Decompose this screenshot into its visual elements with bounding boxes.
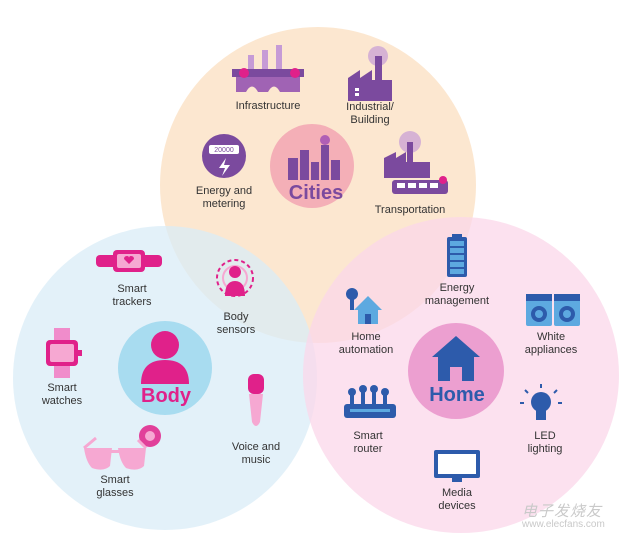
energy-metering-label: Energy and metering (195, 185, 253, 210)
cities-skyline-icon (288, 135, 340, 180)
bridge-icon (232, 45, 304, 92)
router-icon (344, 385, 396, 418)
meter-reading: 20000 (214, 147, 234, 154)
factory-icon (348, 46, 392, 101)
body-sensors-label: Body sensors (216, 311, 256, 336)
infrastructure-label: Infrastructure (235, 100, 301, 112)
home-automation-icon (346, 288, 382, 324)
smart-trackers-label: Smart trackers (112, 283, 152, 308)
battery-icon (447, 234, 467, 277)
body-hub-label: Body (141, 385, 191, 407)
industrial-building-label: Industrial/ Building (346, 101, 394, 126)
glasses-icon (83, 425, 161, 470)
watch-icon (46, 328, 82, 378)
smart-watches-label: Smart watches (41, 382, 83, 407)
transportation-label: Transportation (374, 204, 446, 216)
body-person-icon (141, 331, 189, 384)
watermark-text: 电子发烧友 (522, 503, 603, 520)
energy-management-label: Energy management (424, 282, 490, 307)
voice-music-label: Voice and music (231, 441, 281, 466)
led-lighting-label: LED lighting (527, 430, 563, 455)
home-hub-disc (408, 323, 504, 419)
train-icon (384, 131, 448, 194)
body-sensor-icon (216, 259, 254, 297)
smart-router-label: Smart router (353, 430, 383, 455)
washer-icon (526, 294, 580, 326)
home-house-icon (432, 336, 480, 381)
bulb-icon (520, 384, 562, 420)
media-devices-label: Media devices (438, 487, 476, 512)
cities-hub-label: Cities (288, 182, 344, 204)
home-automation-label: Home automation (338, 331, 394, 356)
microphone-icon (248, 374, 264, 426)
watermark-url: www.elecfans.com (522, 519, 605, 530)
tracker-icon (96, 250, 162, 272)
tv-icon (434, 450, 480, 482)
home-hub-label: Home (429, 384, 485, 406)
meter-icon: 20000 (202, 134, 246, 178)
white-appliances-label: White appliances (524, 331, 578, 356)
smart-glasses-label: Smart glasses (96, 474, 134, 499)
